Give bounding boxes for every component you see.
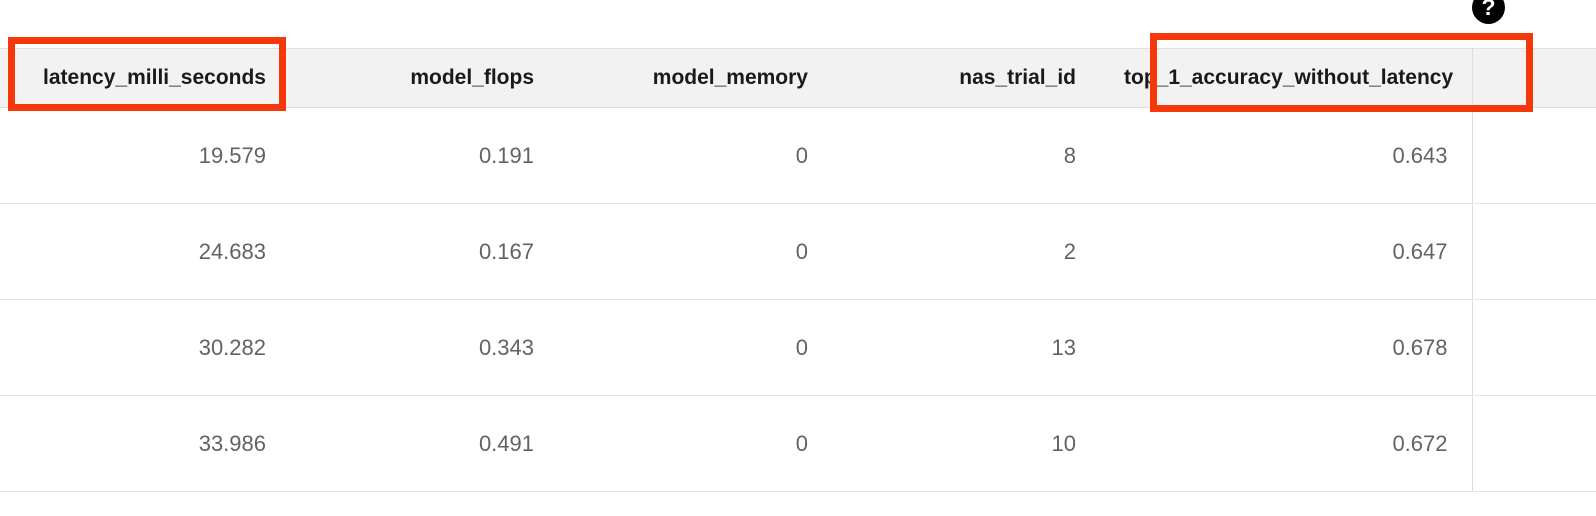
column-header-top-1-accuracy-without-latency[interactable]: top_1_accuracy_without_latency bbox=[1100, 48, 1472, 108]
table-body: 19.579 0.191 0 8 0.643 24.683 0.167 0 2 … bbox=[0, 107, 1596, 492]
results-table-container: latency_milli_seconds model_flops model_… bbox=[0, 48, 1596, 516]
cell-nas-trial-id: 13 bbox=[832, 299, 1100, 396]
column-header-overflow[interactable] bbox=[1471, 48, 1596, 108]
cell-latency-milli-seconds: 30.282 bbox=[0, 299, 290, 396]
cell-nas-trial-id: 10 bbox=[832, 395, 1100, 492]
cell-nas-trial-id: 2 bbox=[832, 203, 1100, 300]
column-header-latency-milli-seconds[interactable]: latency_milli_seconds bbox=[0, 48, 290, 108]
table-row[interactable]: 19.579 0.191 0 8 0.643 bbox=[0, 107, 1596, 204]
cell-model-flops: 0.491 bbox=[290, 395, 558, 492]
cell-overflow bbox=[1471, 299, 1596, 396]
column-header-model-memory[interactable]: model_memory bbox=[558, 48, 832, 108]
cell-top-1-accuracy-without-latency: 0.678 bbox=[1100, 299, 1472, 396]
cell-model-memory: 0 bbox=[558, 395, 832, 492]
table-toolbar-strip: ? bbox=[0, 0, 1596, 48]
cell-latency-milli-seconds: 24.683 bbox=[0, 203, 290, 300]
cell-overflow bbox=[1471, 203, 1596, 300]
cell-overflow bbox=[1471, 395, 1596, 492]
table-row[interactable]: 33.986 0.491 0 10 0.672 bbox=[0, 395, 1596, 492]
table-row[interactable]: 24.683 0.167 0 2 0.647 bbox=[0, 203, 1596, 300]
cell-model-flops: 0.191 bbox=[290, 107, 558, 204]
column-header-model-flops[interactable]: model_flops bbox=[290, 48, 558, 108]
cell-latency-milli-seconds: 19.579 bbox=[0, 107, 290, 204]
table-header: latency_milli_seconds model_flops model_… bbox=[0, 48, 1596, 108]
help-question-mark-icon[interactable]: ? bbox=[1472, 0, 1505, 24]
results-table: latency_milli_seconds model_flops model_… bbox=[0, 48, 1596, 492]
cell-top-1-accuracy-without-latency: 0.672 bbox=[1100, 395, 1472, 492]
cell-overflow bbox=[1471, 107, 1596, 204]
cell-model-flops: 0.343 bbox=[290, 299, 558, 396]
cell-model-flops: 0.167 bbox=[290, 203, 558, 300]
cell-model-memory: 0 bbox=[558, 107, 832, 204]
cell-top-1-accuracy-without-latency: 0.647 bbox=[1100, 203, 1472, 300]
table-row[interactable]: 30.282 0.343 0 13 0.678 bbox=[0, 299, 1596, 396]
table-header-row: latency_milli_seconds model_flops model_… bbox=[0, 48, 1596, 108]
cell-model-memory: 0 bbox=[558, 299, 832, 396]
cell-top-1-accuracy-without-latency: 0.643 bbox=[1100, 107, 1472, 204]
cell-model-memory: 0 bbox=[558, 203, 832, 300]
column-header-nas-trial-id[interactable]: nas_trial_id bbox=[832, 48, 1100, 108]
cell-latency-milli-seconds: 33.986 bbox=[0, 395, 290, 492]
cell-nas-trial-id: 8 bbox=[832, 107, 1100, 204]
